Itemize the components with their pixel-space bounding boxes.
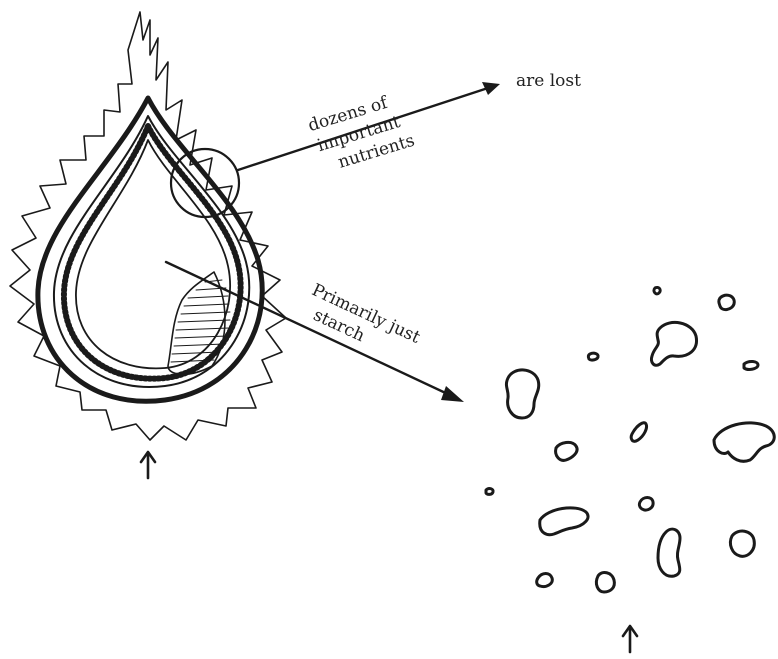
particle — [651, 322, 696, 365]
particle — [596, 573, 614, 592]
particle — [744, 361, 758, 369]
lost-label: are lost — [516, 71, 581, 91]
particle — [486, 489, 493, 495]
particle — [540, 508, 588, 535]
particle — [537, 574, 553, 587]
whole-grain-kernel — [10, 12, 286, 478]
particle — [506, 370, 538, 418]
particle — [719, 295, 734, 310]
particle — [639, 498, 653, 511]
particle — [631, 423, 646, 442]
particle — [556, 442, 577, 460]
kernel-up-arrow — [141, 452, 155, 478]
refined-flour-particles — [486, 287, 774, 592]
nutrients-label: dozens of important nutrients — [306, 89, 417, 179]
flour-up-arrow — [623, 626, 637, 652]
particle — [658, 529, 680, 576]
particle — [714, 423, 774, 461]
particle — [730, 531, 754, 556]
particle — [654, 287, 660, 293]
particle — [588, 353, 598, 360]
